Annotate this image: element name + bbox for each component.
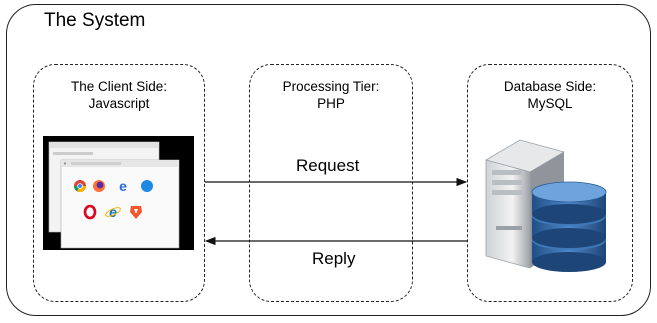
client-tier-box: The Client Side: Javascript [33,64,205,302]
database-tier-title: Database Side: [503,79,597,94]
browser-window-icon: e e [43,136,194,250]
brave-icon [130,206,142,219]
svg-text:e: e [119,178,127,194]
client-tier-tech: Javascript [88,96,150,111]
reply-label: Reply [312,249,356,268]
opera-icon [83,204,97,220]
database-tier-tech: MySQL [527,96,573,111]
firefox-icon [93,180,105,192]
internet-explorer-icon: e [105,204,121,220]
system-boundary [6,4,651,316]
request-label: Request [296,156,360,175]
processing-tier-tech: PHP [317,96,345,111]
safari-icon [141,180,153,192]
processing-tier-label: Processing Tier: PHP [250,78,412,112]
client-tier-title: The Client Side: [70,79,168,94]
client-tier-label: The Client Side: Javascript [34,78,204,112]
processing-tier-box: Processing Tier: PHP [249,64,413,302]
database-tier-label: Database Side: MySQL [468,78,632,112]
system-title: The System [44,10,146,31]
chrome-icon [74,180,86,193]
edge-icon: e [119,178,127,194]
database-tier-box: Database Side: MySQL [467,64,633,302]
database-cylinder-icon [531,181,607,272]
svg-text:e: e [109,204,117,220]
processing-tier-title: Processing Tier: [282,79,380,94]
